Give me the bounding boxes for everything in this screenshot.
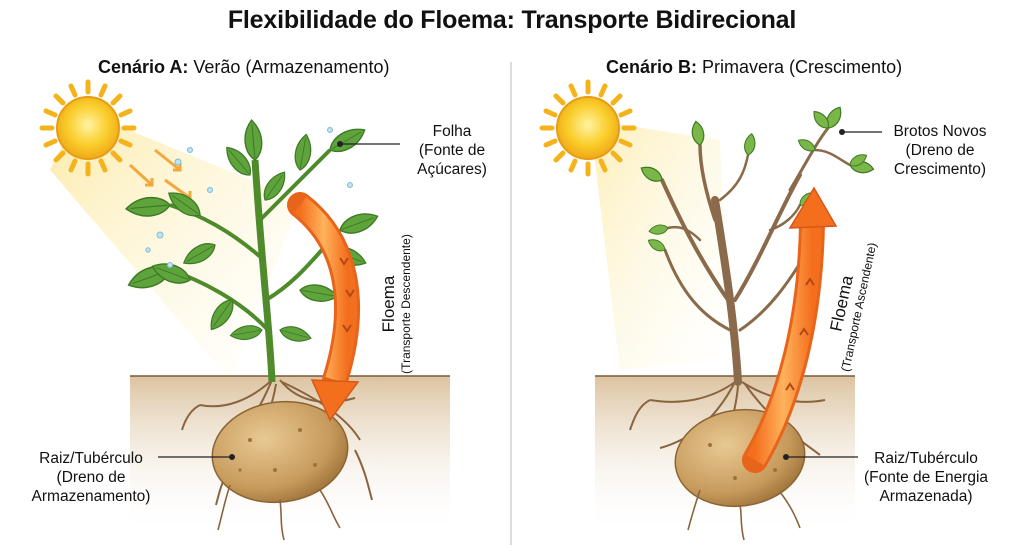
scenario-b-artwork	[539, 79, 882, 541]
page-title: Flexibilidade do Floema: Transporte Bidi…	[227, 6, 797, 34]
phloem-label-a: Floema (Transporte Descendente)	[379, 234, 413, 374]
root-label-a: Raiz/Tubérculo (Dreno de Armazenamento)	[31, 450, 151, 505]
scenario-b-label: Cenário B:	[606, 57, 698, 77]
scenario-b-name: Primavera (Crescimento)	[702, 57, 903, 77]
scenario-a-artwork	[39, 79, 450, 541]
tuber-icon	[211, 400, 349, 504]
root-label-b: Raiz/Tubérculo (Fonte de Energia Armazen…	[863, 450, 989, 505]
scenario-a-label: Cenário A:	[98, 57, 189, 77]
phloem-arrow-icon	[287, 192, 361, 422]
phloem-arrow-icon	[742, 186, 838, 473]
sun-icon	[39, 79, 137, 177]
water-droplets	[145, 127, 353, 268]
scenario-a-heading: Cenário A: Verão (Armazenamento)	[98, 57, 389, 78]
leaf-label: Folha (Fonte de Açúcares)	[417, 123, 487, 178]
sunbeam-a	[50, 110, 300, 380]
scenario-b-heading: Cenário B: Primavera (Crescimento)	[606, 57, 902, 78]
sun-icon	[539, 79, 637, 177]
shoot-label: Brotos Novos (Dreno de Crescimento)	[893, 123, 987, 178]
scenario-a-name: Verão (Armazenamento)	[193, 57, 390, 77]
